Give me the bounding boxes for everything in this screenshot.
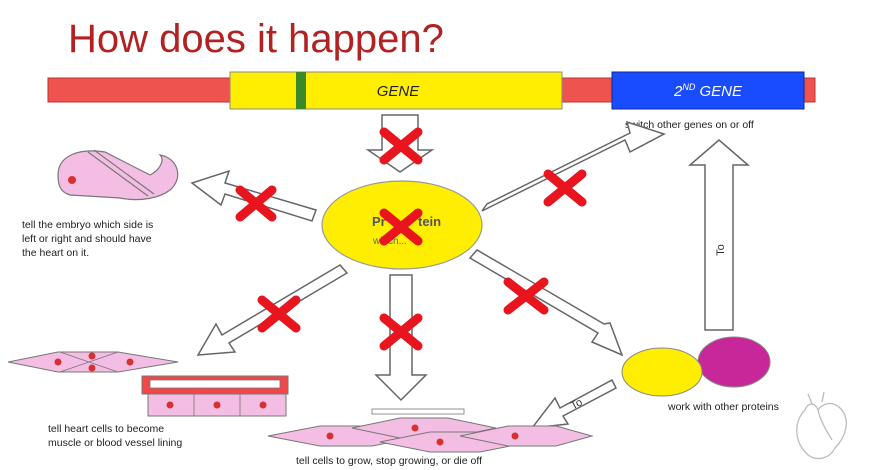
page-title: How does it happen? [68, 17, 444, 61]
cross-embryo-arrow [235, 185, 277, 222]
protein-complex [621, 336, 771, 397]
cross-switch-arrow [543, 169, 587, 207]
caption-embryo-line1: tell the embryo which side is [22, 219, 153, 231]
protein-label-left: Pr [372, 214, 386, 229]
caption-grow: tell cells to grow, stop growing, or die… [296, 455, 482, 467]
caption-heart-cells-line2: muscle or blood vessel lining [48, 437, 182, 449]
cross-grow-arrow [379, 313, 423, 351]
muscle-cell-block [141, 375, 289, 417]
second-gene-box [611, 71, 805, 110]
caption-heart-cells-line1: tell heart cells to become [48, 423, 164, 435]
growing-cells [267, 408, 594, 453]
protein-label-right: tein [418, 214, 441, 229]
arrow-label-to-vertical: To [715, 244, 727, 256]
cross-protein [379, 208, 423, 246]
cross-gene-arrow [379, 127, 423, 165]
embryo-illustration [57, 149, 179, 201]
gene-box [229, 71, 563, 110]
gene-marker [296, 72, 306, 109]
arrow-label-to-diagonal: To [569, 396, 585, 412]
second-gene-label: 2ND GENE [673, 82, 743, 100]
cross-heart-cells-arrow [257, 295, 301, 333]
heart-sketch-icon [796, 391, 847, 460]
caption-other-proteins: work with other proteins [667, 401, 779, 413]
arrow-protein-to-switch [481, 120, 666, 212]
elongated-cells-left [7, 351, 179, 373]
arrow-protein-to-other-proteins [468, 249, 624, 357]
caption-switch-genes: switch other genes on or off [625, 119, 754, 131]
cross-other-proteins-arrow [503, 277, 549, 315]
caption-embryo-line2: left or right and should have [22, 233, 152, 245]
gene-label: GENE [377, 83, 421, 100]
caption-embryo-line3: the heart on it. [22, 247, 89, 259]
arrow-proteins-to-second-gene [687, 139, 751, 331]
